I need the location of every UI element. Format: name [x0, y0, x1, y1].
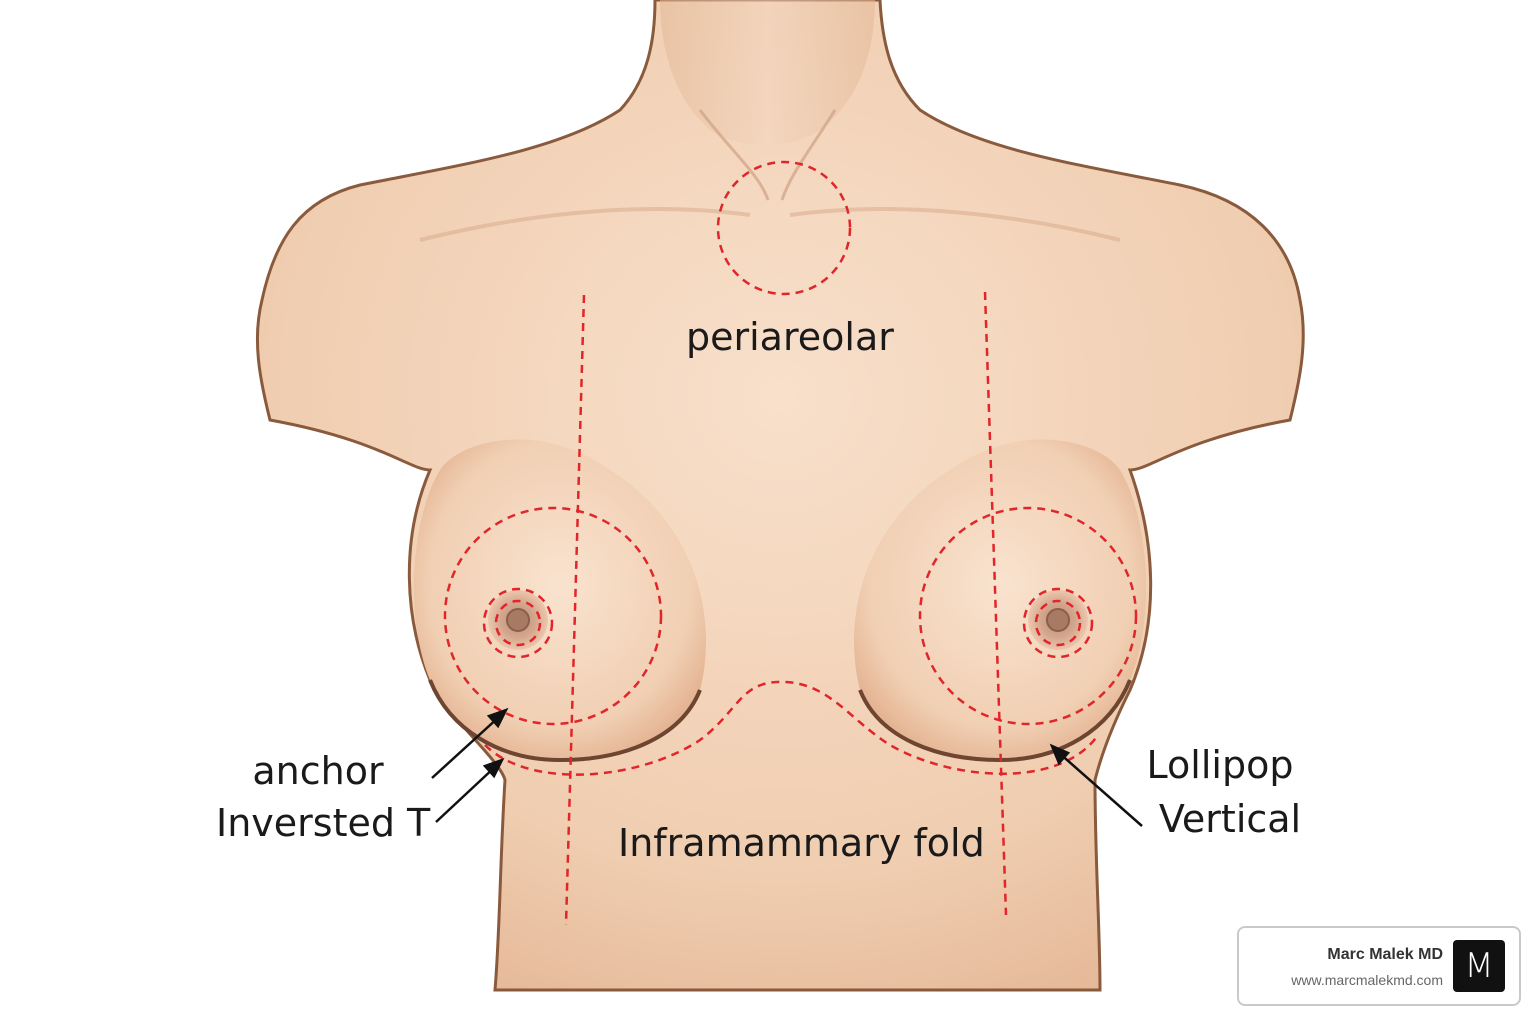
incision-large-circle-left: [443, 506, 663, 726]
breast-left-underline: [428, 679, 702, 763]
arrow-inverted-t-head: [482, 757, 505, 779]
arrow-lollipop: [1057, 751, 1143, 827]
incision-large-circle-right: [918, 506, 1138, 726]
author-badge[interactable]: Marc Malek MD www.marcmalekmd.com M: [1237, 926, 1521, 1006]
label-lollipop: Lollipop: [1146, 743, 1294, 787]
incision-periareolar-left: [482, 587, 554, 659]
nipple-right: [1046, 608, 1070, 632]
label-inverted-t: Inversted T: [216, 801, 431, 845]
badge-logo: M: [1453, 940, 1505, 992]
incision-vertical-left: [564, 294, 586, 926]
incision-inframammary: [484, 680, 1100, 776]
breast-left: [413, 439, 706, 760]
arrow-inverted-t: [435, 765, 497, 823]
badge-website-link[interactable]: www.marcmalekmd.com: [1291, 972, 1443, 988]
incision-periareolar-left-inner: [494, 599, 542, 647]
incision-periareolar-right-inner: [1034, 599, 1082, 647]
label-periareolar: periareolar: [686, 315, 894, 359]
arrow-lollipop-head: [1049, 743, 1071, 766]
incision-periareolar-right: [1022, 587, 1094, 659]
neck-tendon-left: [698, 109, 770, 201]
label-anchor: anchor: [252, 749, 384, 793]
incision-neck-circle: [716, 160, 852, 296]
label-vertical: Vertical: [1158, 797, 1302, 841]
incision-vertical-right: [983, 291, 1008, 916]
collarbone-right: [789, 207, 1121, 242]
arrow-anchor: [431, 715, 501, 779]
nipple-left: [506, 608, 530, 632]
collarbone-left: [419, 207, 751, 242]
arrow-anchor-head: [486, 707, 509, 729]
neck-tendon-right: [780, 109, 837, 201]
breast-right: [854, 439, 1147, 760]
badge-author-name: Marc Malek MD: [1327, 946, 1443, 963]
neck-shading: [660, 0, 875, 145]
label-inframammary-fold: Inframammary fold: [618, 821, 985, 865]
